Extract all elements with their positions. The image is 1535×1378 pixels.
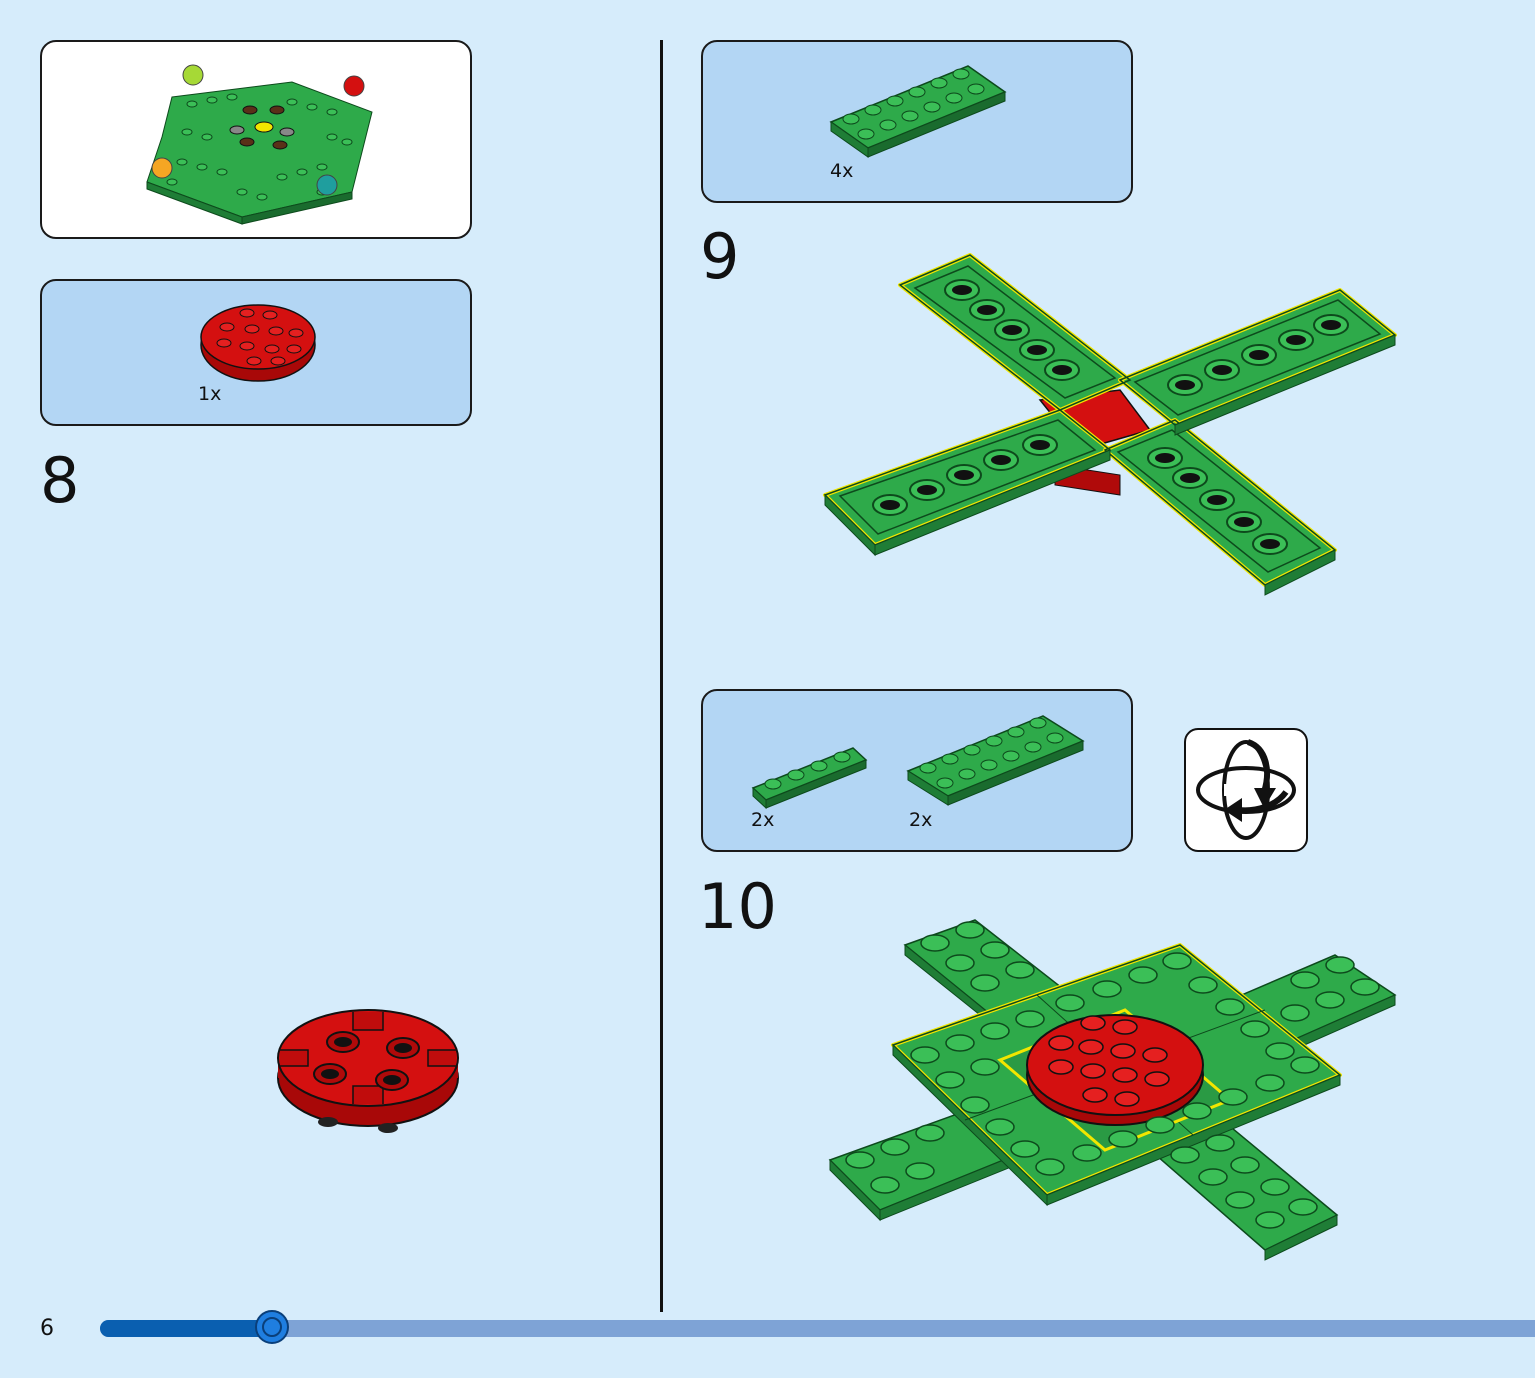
progress-knob [255, 1310, 289, 1344]
page-number: 6 [40, 1316, 54, 1341]
green-plate-2x6-icon [829, 65, 1007, 158]
step-10-number: 10 [698, 870, 777, 943]
column-divider [660, 40, 663, 1312]
step-8-parts-panel: 1x [40, 279, 472, 426]
green-cross-assembly-icon [823, 253, 1397, 596]
step-9-number: 9 [700, 220, 740, 293]
progress-fill [100, 1320, 272, 1337]
green-plate-2x6-icon [906, 715, 1085, 806]
red-round-plate-icon [200, 304, 316, 382]
part-quantity: 4x [830, 160, 854, 182]
rotate-model-box [1184, 728, 1308, 852]
step-10-parts-panel: 2x 2x [701, 689, 1133, 852]
red-round-plate-assembly-icon [277, 1009, 459, 1133]
completed-model-preview-icon [146, 64, 373, 225]
part-quantity: 2x [909, 809, 933, 831]
part-quantity: 2x [751, 809, 775, 831]
green-plate-1x4-icon [751, 747, 868, 810]
step-9-parts-panel: 4x [701, 40, 1133, 203]
rotate-model-icon [1196, 739, 1296, 840]
model-preview-panel [40, 40, 472, 239]
green-base-assembly-icon [828, 919, 1397, 1261]
step-8-number: 8 [40, 444, 80, 517]
progress-bar [100, 1310, 1535, 1344]
part-quantity: 1x [198, 383, 222, 405]
